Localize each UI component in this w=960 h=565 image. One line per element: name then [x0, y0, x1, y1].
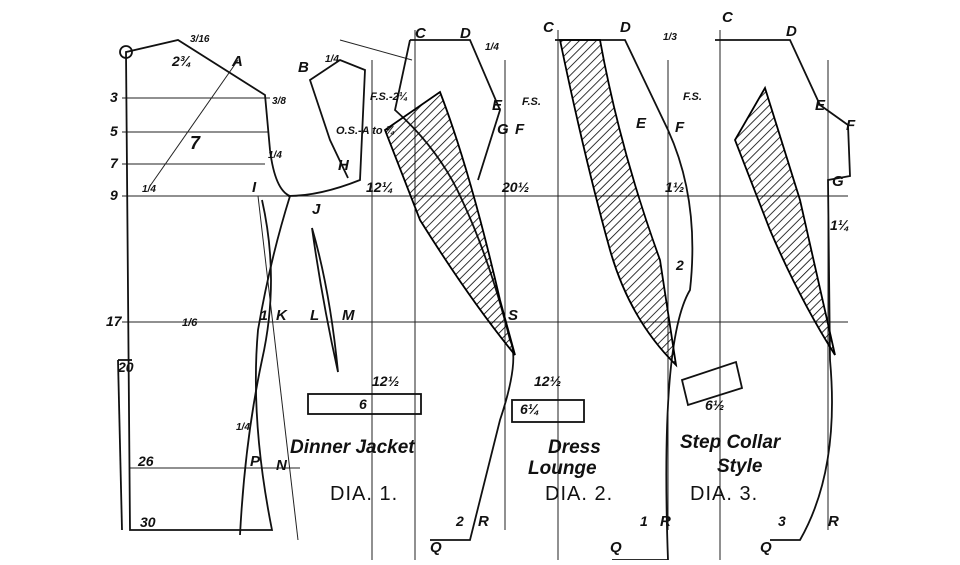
measure-2: 2	[675, 257, 684, 273]
measure-1-1-4: 1¼	[830, 217, 849, 233]
point-g-dia3: G	[832, 173, 844, 190]
dia2-title-line2: Lounge	[528, 458, 597, 479]
measure-3-16: 3/16	[190, 34, 210, 45]
measure-17: 17	[106, 313, 123, 329]
point-f-dia3: F	[846, 117, 856, 134]
dia1-title: Dinner Jacket	[290, 437, 415, 458]
measure-1-4b: 1/4	[268, 150, 282, 161]
measure-12-1-4: 12¼	[366, 179, 393, 195]
forepart-dia3	[680, 39, 851, 541]
point-c-dia2: C	[543, 19, 555, 36]
measure-6-1-2: 6½	[705, 397, 724, 413]
measure-12-1-2a: 12½	[372, 373, 399, 389]
point-a: A	[231, 53, 243, 70]
dia3-title-line2: Style	[717, 456, 763, 477]
measure-7: 7	[110, 155, 119, 171]
measure-5: 5	[110, 123, 118, 139]
point-r-dia3: R	[828, 513, 839, 530]
measure-1: 1	[260, 307, 268, 323]
measure-r-3: 3	[778, 513, 786, 529]
dia2-label: DIA. 2.	[545, 483, 613, 505]
side-body	[239, 58, 422, 536]
measure-fs-b: F.S.	[522, 96, 541, 108]
point-c-dia1: C	[415, 25, 427, 42]
measure-3: 3	[110, 89, 118, 105]
measure-3-8: 3/8	[272, 96, 286, 107]
measure-12-1-2b: 12½	[534, 373, 561, 389]
measure-1-4c: 1/4	[325, 54, 339, 65]
point-k: K	[276, 307, 288, 324]
measure-1-1-2: 1½	[665, 179, 684, 195]
measure-1-4: 1/4	[142, 184, 156, 195]
point-j: J	[312, 201, 321, 218]
point-d-dia3: D	[786, 23, 797, 40]
dia3-label: DIA. 3.	[690, 483, 758, 505]
point-m: M	[342, 307, 355, 324]
measure-9: 9	[110, 187, 118, 203]
measure-2-3-4: 2¾	[171, 53, 191, 69]
point-f-dia2: F	[675, 119, 685, 136]
point-s: S	[508, 307, 518, 324]
measure-6-1-4: 6¼	[520, 401, 539, 417]
measure-1-6: 1/6	[182, 317, 198, 329]
point-d-dia2: D	[620, 19, 631, 36]
point-p: P	[250, 453, 261, 470]
measure-fs2: F.S.-2¼	[370, 91, 408, 103]
measure-20: 20	[117, 359, 134, 375]
captions: Dinner Jacket Dress Lounge Step Collar S…	[290, 432, 782, 505]
point-q-dia2: Q	[610, 539, 622, 556]
point-e-dia2: E	[636, 115, 647, 132]
measure-fs-c: F.S.	[683, 91, 702, 103]
dia2-title-line1: Dress	[548, 437, 601, 458]
point-f-dia1: F	[515, 121, 525, 138]
measure-1-3: 1/3	[663, 32, 677, 43]
measurements: 2¾ 3/16 3/8 3 5 7 9 17 20 26 30 7 1/6 1/…	[106, 32, 849, 530]
measure-seven: 7	[190, 133, 201, 153]
measure-6: 6	[359, 396, 367, 412]
point-b: B	[298, 59, 309, 76]
point-d-dia1: D	[460, 25, 471, 42]
back-piece	[117, 39, 292, 531]
point-g-dia1: G	[497, 121, 509, 138]
measure-1-4e: 1/4	[236, 422, 250, 433]
measure-30: 30	[140, 514, 156, 530]
forepart-dia2	[555, 39, 694, 561]
point-e-dia1: E	[492, 97, 503, 114]
measure-r-2: 2	[455, 513, 464, 529]
dia3-title-line1: Step Collar	[680, 432, 782, 453]
point-labels: A B H I J K L M P N S C D E G F C D E F …	[231, 9, 856, 556]
point-c-dia3: C	[722, 9, 734, 26]
point-r-dia1: R	[478, 513, 489, 530]
point-i: I	[252, 179, 257, 196]
point-e-dia3: E	[815, 97, 826, 114]
forepart-dia1	[383, 39, 585, 541]
point-n: N	[276, 457, 288, 474]
point-l: L	[310, 307, 319, 324]
point-q-dia1: Q	[430, 539, 442, 556]
point-q-dia3: Q	[760, 539, 772, 556]
point-r-dia2: R	[660, 513, 671, 530]
construction-lines	[122, 30, 848, 560]
measure-26: 26	[137, 453, 154, 469]
measure-20-1-2: 20½	[501, 179, 529, 195]
dia1-label: DIA. 1.	[330, 483, 398, 505]
measure-os: O.S.-A to ¼	[336, 125, 395, 137]
point-h: H	[338, 157, 350, 174]
measure-1-4d: 1/4	[485, 42, 499, 53]
measure-r-1: 1	[640, 513, 648, 529]
